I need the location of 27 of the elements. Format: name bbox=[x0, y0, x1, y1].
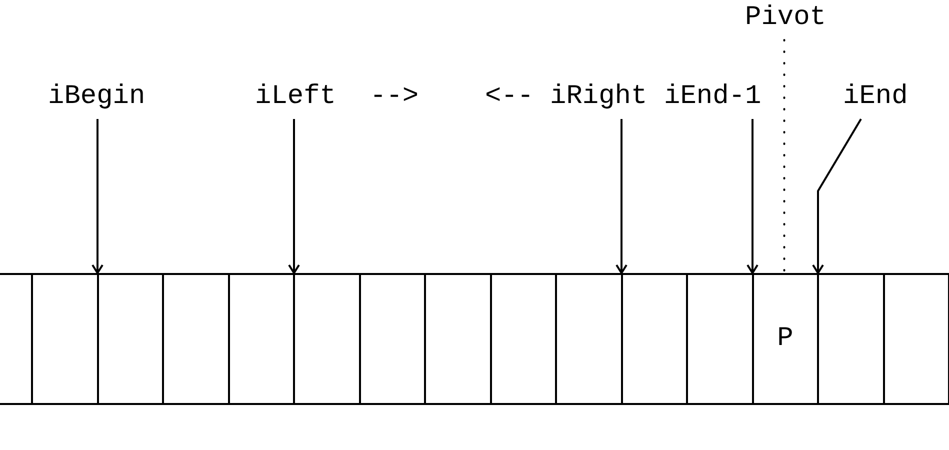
pointer-arrow bbox=[616, 119, 628, 274]
pointer-label: iEnd bbox=[843, 84, 908, 111]
array-cell bbox=[228, 273, 293, 405]
array-cell bbox=[293, 273, 358, 405]
direction-arrow: --> bbox=[370, 84, 419, 111]
direction-arrow: <-- bbox=[485, 84, 534, 111]
array-cell bbox=[686, 273, 752, 405]
array-cell bbox=[96, 273, 162, 405]
array-cell bbox=[817, 273, 882, 405]
array-cell bbox=[31, 273, 96, 405]
pointer-arrow bbox=[288, 119, 300, 274]
array-cell bbox=[162, 273, 228, 405]
array-cell bbox=[882, 273, 949, 405]
pointer-arrow bbox=[746, 119, 758, 274]
pointer-label: iLeft bbox=[255, 84, 336, 111]
array-cell bbox=[358, 273, 424, 405]
array-cell bbox=[620, 273, 686, 405]
pointer-label: iEnd-1 bbox=[664, 84, 762, 111]
array-cell bbox=[555, 273, 620, 405]
pointer-arrow bbox=[812, 118, 862, 274]
pointer-label: iBegin bbox=[48, 84, 146, 111]
pointer-label: iRight bbox=[550, 84, 648, 111]
array-cell bbox=[424, 273, 490, 405]
array-cell bbox=[752, 273, 817, 405]
array-cell bbox=[490, 273, 555, 405]
pointer-label: Pivot bbox=[745, 5, 826, 32]
pointer-arrow bbox=[92, 119, 104, 274]
